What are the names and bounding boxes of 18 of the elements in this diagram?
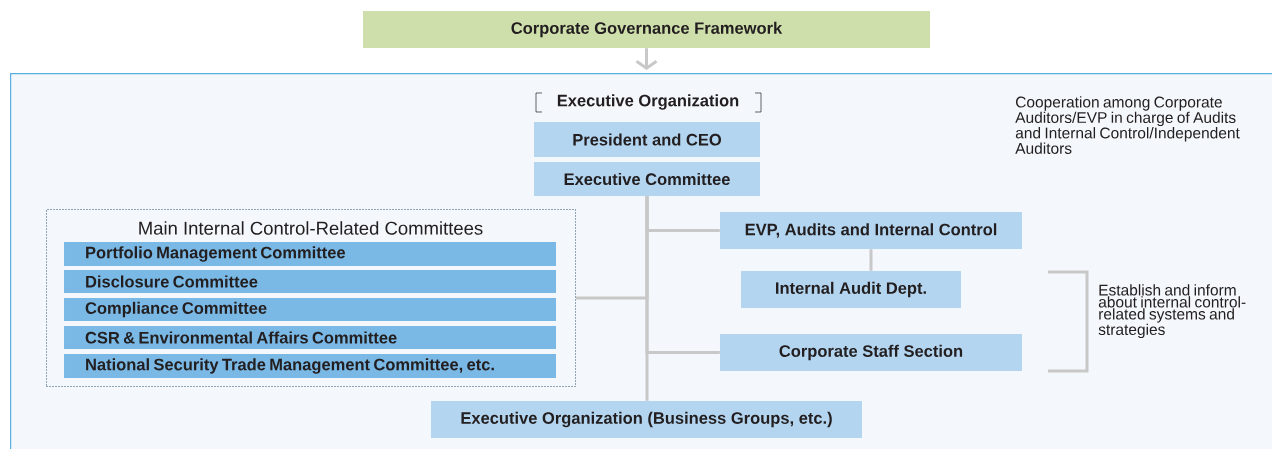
committee-box: CSR & Environmental Affairs Committee [64, 326, 556, 349]
framework-box: Corporate Governance Framework [363, 11, 930, 48]
organization-box: EVP, Audits and Internal Control [720, 212, 1022, 249]
bracketed-heading: Executive Organization [535, 92, 762, 113]
note-text: Establish and inform about internal control-related systems and strategies [1098, 284, 1246, 339]
connector-line [869, 249, 873, 271]
organization-box: Internal Audit Dept. [741, 271, 961, 308]
organization-box: Corporate Staff Section [720, 334, 1022, 371]
organization-box: Executive Organization (Business Groups, etc.) [431, 401, 862, 438]
committee-box: Portfolio Management Committee [64, 242, 556, 266]
note-text: Cooperation among Corporate Auditors/EVP in charge of Audits and Internal Control/Independent Auditors [1015, 96, 1240, 154]
organization-box: President and CEO [534, 122, 760, 157]
organization-box: Executive Committee [534, 162, 760, 196]
connector-line [645, 196, 649, 401]
group-title: Main Internal Control-Related Committees [139, 221, 483, 235]
committee-box: National Security Trade Management Committee, etc. [64, 354, 556, 378]
committee-box: Disclosure Committee [64, 270, 556, 293]
committee-box: Compliance Committee [64, 298, 556, 321]
